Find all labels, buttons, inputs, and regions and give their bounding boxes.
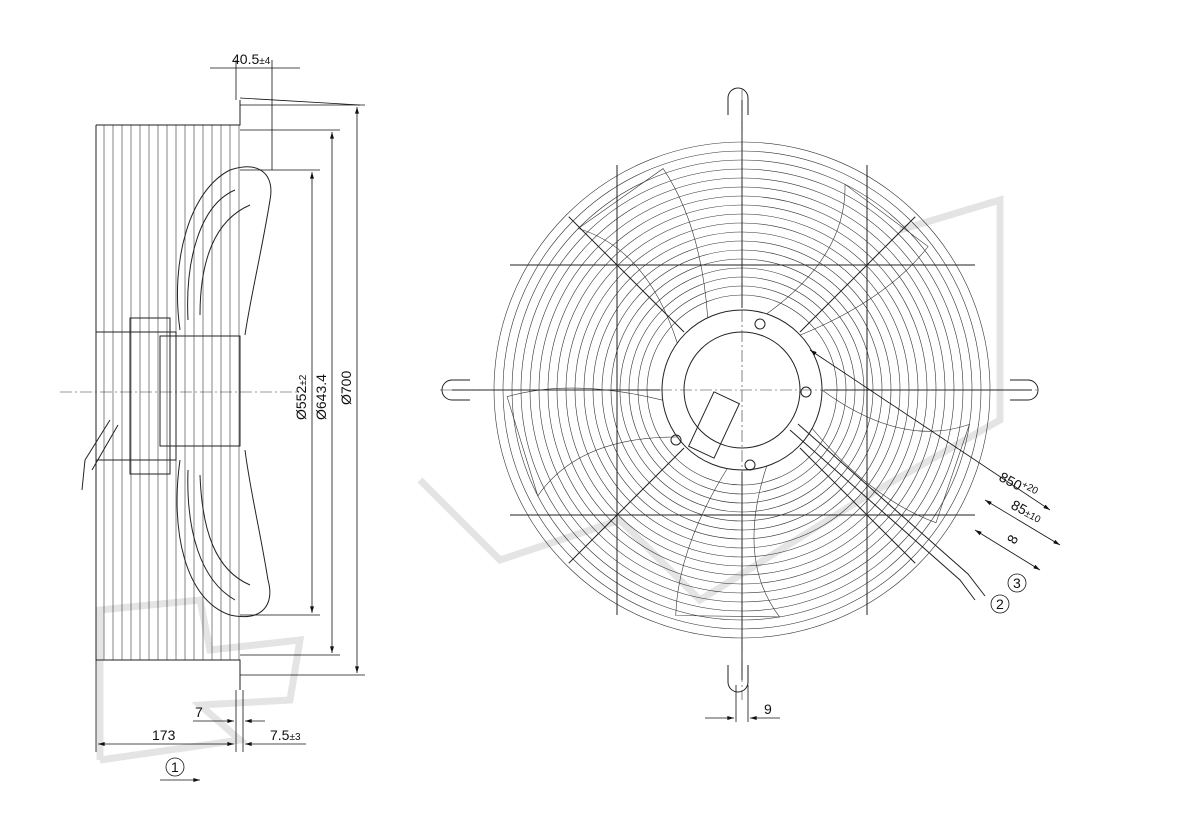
blade bbox=[577, 168, 708, 344]
mount-lug-top bbox=[727, 87, 749, 115]
dim-85: 85 bbox=[1009, 497, 1030, 519]
terminal-box bbox=[687, 391, 741, 459]
blade-upper bbox=[177, 166, 272, 336]
dim-8: 8 bbox=[1004, 532, 1022, 547]
dim-offset: 40.5 bbox=[232, 51, 259, 67]
dim-850-tol: +20 bbox=[1020, 479, 1041, 497]
dim-85-tol: ±10 bbox=[1022, 508, 1042, 526]
guard-spoke bbox=[568, 447, 685, 564]
blade bbox=[811, 389, 970, 524]
mount-lug-left bbox=[441, 379, 470, 401]
dim-d700: Ø700 bbox=[338, 371, 354, 405]
cable bbox=[789, 423, 986, 601]
svg-text:40.5±4: 40.5±4 bbox=[232, 51, 271, 67]
dim-offset-tol: ±4 bbox=[259, 56, 270, 67]
watermark bbox=[96, 195, 1004, 764]
dim-d552: Ø552 bbox=[293, 386, 309, 420]
dim-9: 9 bbox=[764, 701, 772, 717]
front-dimensions: 9 850+20 85±10 8 3 2 bbox=[705, 349, 1061, 722]
dim-d643: Ø643.4 bbox=[313, 374, 329, 420]
side-view bbox=[60, 100, 300, 690]
blade-lower bbox=[176, 449, 271, 617]
mount-lug-bottom bbox=[727, 665, 749, 693]
callout-1: 1 bbox=[171, 759, 179, 775]
side-dimensions: 40.5±4 Ø552±2 Ø643.4 Ø700 7 173 7.5±3 1 bbox=[95, 51, 365, 782]
blade bbox=[675, 466, 781, 618]
dim-d552-tol: ±2 bbox=[298, 374, 309, 385]
cable bbox=[81, 419, 119, 491]
callout-circle-2 bbox=[990, 594, 1010, 614]
front-view bbox=[440, 87, 1040, 700]
motor-housing bbox=[95, 331, 177, 461]
callout-circle-3 bbox=[1007, 573, 1027, 593]
svg-text:85±10: 85±10 bbox=[1009, 497, 1045, 526]
dim-7-5-tol: ±3 bbox=[289, 732, 300, 743]
callout-3: 3 bbox=[1013, 575, 1021, 591]
hub bbox=[159, 335, 241, 447]
guard-spoke bbox=[799, 216, 916, 333]
motor-flange bbox=[129, 317, 171, 475]
dim-7-5: 7.5 bbox=[270, 727, 290, 743]
callout-2: 2 bbox=[996, 596, 1004, 612]
callout-circle-1 bbox=[165, 757, 185, 777]
guard-grille-side bbox=[103, 125, 240, 660]
guard-spoke bbox=[568, 216, 685, 333]
dim-850: 850 bbox=[997, 469, 1025, 494]
dim-173: 173 bbox=[152, 727, 176, 743]
svg-text:Ø552±2: Ø552±2 bbox=[293, 374, 309, 420]
dim-7: 7 bbox=[195, 704, 203, 720]
svg-text:7.5±3: 7.5±3 bbox=[270, 727, 301, 743]
blade bbox=[766, 183, 929, 336]
